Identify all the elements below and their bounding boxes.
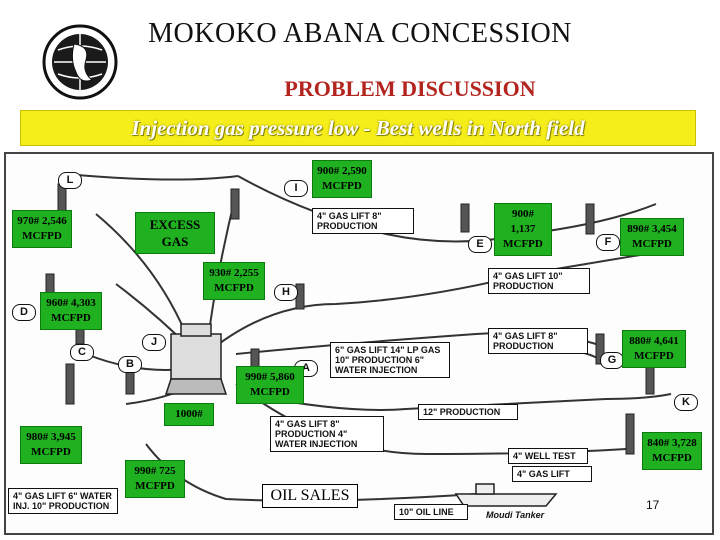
well-tag-k: K [674, 394, 698, 411]
well-tag-c: C [70, 344, 94, 361]
i-pipeline-label: 4" GAS LIFT 8" PRODUCTION [312, 208, 414, 234]
callout-excess-gas: EXCESS GAS [135, 212, 215, 254]
callout-well-k: 840# 3,728 MCFPD [642, 432, 702, 470]
callout-well-l: 970# 2,546 MCFPD [12, 210, 72, 248]
well-test-label: 4" WELL TEST [508, 448, 588, 464]
well-tag-h: H [274, 284, 298, 301]
k-gaslift-label: 4" GAS LIFT [512, 466, 592, 482]
banner-text: Injection gas pressure low - Best wells … [131, 115, 585, 140]
callout-platform: 1000# [164, 403, 214, 426]
globe-seahorse-icon [42, 24, 118, 100]
well-tag-j: J [142, 334, 166, 351]
well-tag-f: F [596, 234, 620, 251]
tanker-label: Moudi Tanker [486, 510, 545, 520]
page-number: 17 [646, 498, 660, 512]
well-tag-l: L [58, 172, 82, 189]
callout-well-b: 990# 725 MCFPD [125, 460, 185, 498]
well-tag-i: I [284, 180, 308, 197]
callout-well-f: 890# 3,454 MCFPD [620, 218, 684, 256]
well-tag-g: G [600, 352, 624, 369]
well-tag-e: E [468, 236, 492, 253]
callout-well-a: 990# 5,860 MCFPD [236, 366, 304, 404]
well-tag-d: D [12, 304, 36, 321]
page-title: MOKOKO ABANA CONCESSION [148, 18, 572, 49]
g-pipeline-label: 4" GAS LIFT 8" PRODUCTION [488, 328, 588, 354]
center-pipeline-label: 6" GAS LIFT 14" LP GAS 10" PRODUCTION 6"… [330, 342, 450, 378]
callout-well-c: 980# 3,945 MCFPD [20, 426, 82, 464]
f-pipeline-label: 4" GAS LIFT 10" PRODUCTION [488, 268, 590, 294]
a-pipeline-label: 4" GAS LIFT 8" PRODUCTION 4" WATER INJEC… [270, 416, 384, 452]
oil-sales-label: OIL SALES [262, 484, 358, 508]
callout-well-e: 900# 1,137 MCFPD [494, 203, 552, 256]
callout-well-d: 960# 4,303 MCFPD [40, 292, 102, 330]
company-logo [40, 22, 120, 102]
callout-well-i: 900# 2,590 MCFPD [312, 160, 372, 198]
problem-banner: Injection gas pressure low - Best wells … [20, 110, 696, 146]
field-map: L I E F H D J C B A G K 4" GAS LIFT 8" P… [4, 152, 714, 535]
well-tag-b: B [118, 356, 142, 373]
callout-well-h: 930# 2,255 MCFPD [203, 262, 265, 300]
page-subtitle: PROBLEM DISCUSSION [284, 76, 536, 101]
callout-well-g: 880# 4,641 MCFPD [622, 330, 686, 368]
oil-line-label: 10" OIL LINE [394, 504, 468, 520]
c-pipeline-label: 4" GAS LIFT 6" WATER INJ. 10" PRODUCTION [8, 488, 118, 514]
k-production-label: 12" PRODUCTION [418, 404, 518, 420]
